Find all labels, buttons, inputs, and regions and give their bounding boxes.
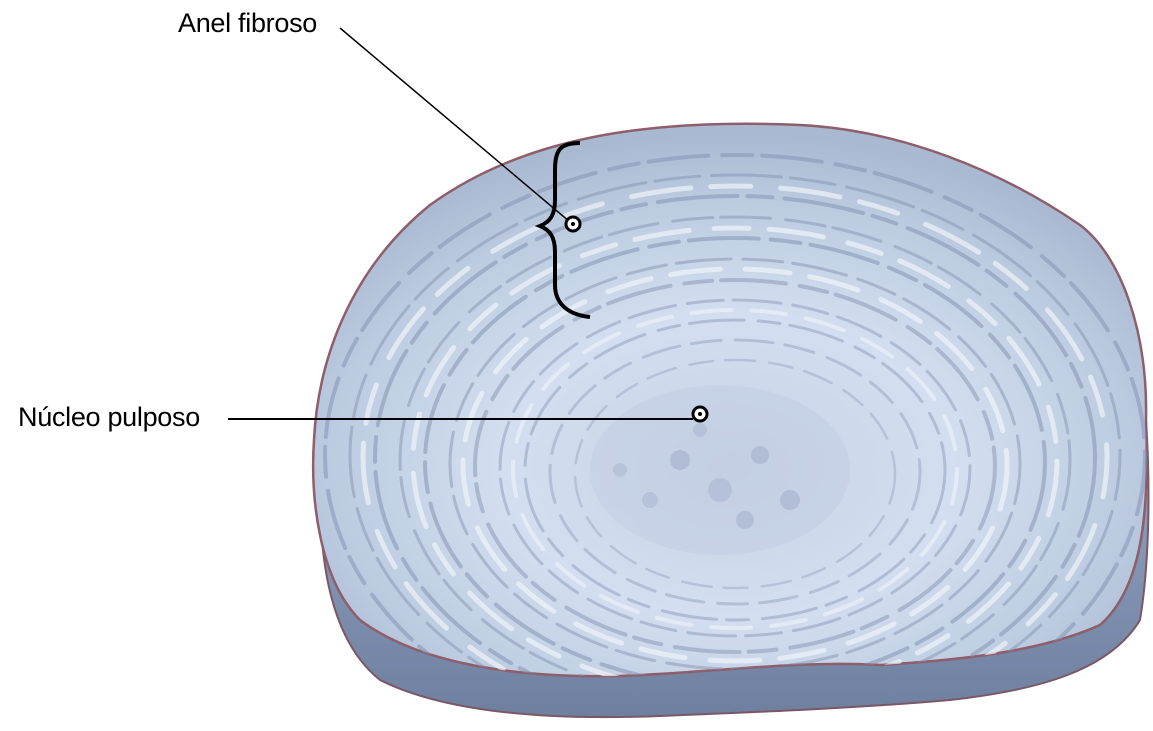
nucleus-pulposus-label: Núcleo pulposo — [18, 404, 200, 431]
annulus-marker-dot — [571, 222, 575, 226]
nucleus-pulposus-region — [590, 385, 850, 555]
annulus-fibrosus-label: Anel fibroso — [178, 10, 317, 37]
nucleus-marker-dot — [698, 412, 702, 416]
